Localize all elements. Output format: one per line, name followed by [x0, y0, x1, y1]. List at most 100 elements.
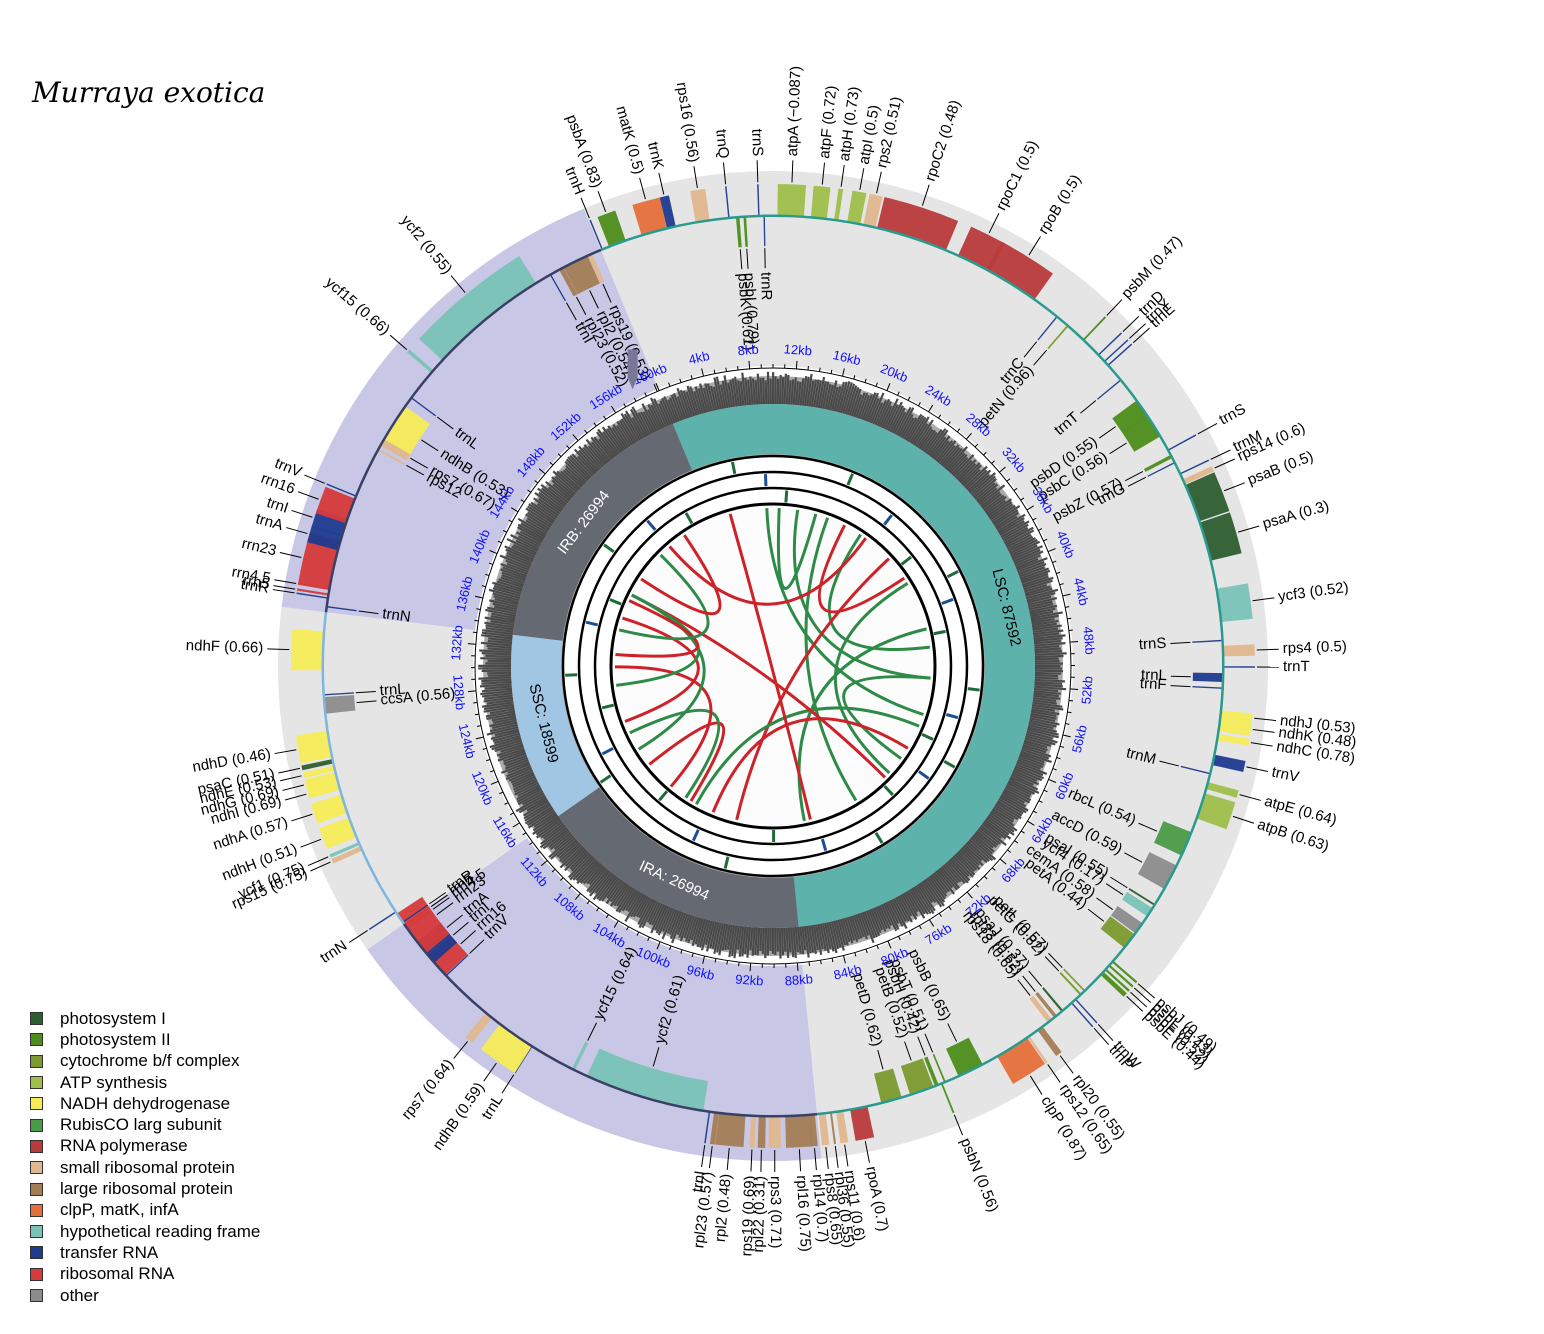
gene-block: [818, 1112, 830, 1146]
legend-label: photosystem I: [60, 1008, 166, 1028]
gene-block: [850, 1105, 875, 1141]
gene-leader-line: [1022, 975, 1036, 992]
gene-block: [1199, 512, 1242, 561]
gene-leader-line: [947, 1023, 957, 1042]
legend-item: RNA polymerase: [30, 1136, 260, 1157]
gene-label: ndhF (0.66): [186, 637, 264, 657]
gene-leader-line: [924, 1033, 934, 1053]
gene-block: [291, 628, 325, 671]
gene-block: [1196, 793, 1236, 830]
gene-leader-line: [904, 1041, 912, 1061]
gene-leader-line: [272, 589, 295, 594]
repeat-ring-line: [561, 454, 985, 878]
repeat-mark: [658, 790, 669, 802]
gene-block: [324, 694, 356, 714]
gene-leader-line: [432, 897, 450, 910]
gene-block: [1107, 343, 1133, 366]
gene-block: [1070, 1002, 1094, 1028]
gene-block: [1029, 995, 1052, 1023]
gene-block: [873, 1068, 902, 1103]
gene-leader-line: [1033, 349, 1048, 366]
region-band-ira: [367, 837, 822, 1161]
gene-label: rpoC2 (0.48): [922, 98, 964, 183]
gene-leader-line: [597, 191, 607, 213]
gene-leader-line: [1256, 648, 1279, 651]
gene-label: trnN: [317, 937, 350, 967]
gene-leader-line: [278, 767, 301, 774]
repeat-mark: [874, 832, 884, 844]
gene-leader-line: [1125, 470, 1144, 482]
gene-leader-line: [1159, 760, 1179, 767]
legend-swatch: [30, 1054, 43, 1068]
gene-block: [302, 765, 336, 779]
legend-label: RubisCO larg subunit: [60, 1115, 222, 1135]
gene-block: [1042, 987, 1064, 1012]
gene-leader-line: [988, 213, 1000, 234]
region-band-irb: [281, 208, 659, 631]
gene-block: [725, 186, 730, 219]
gene-leader-line: [756, 160, 759, 183]
gene-leader-line: [284, 793, 307, 801]
gene-block: [1110, 905, 1143, 934]
legend-swatch: [30, 1182, 43, 1196]
gene-leader-line: [1138, 822, 1158, 832]
gene-leader-line: [1232, 815, 1255, 824]
legend-item: ATP synthesis: [30, 1072, 260, 1093]
gene-block: [296, 588, 329, 596]
gene-leader-line: [864, 1141, 870, 1163]
gene-block: [1059, 971, 1082, 996]
gene-leader-line: [355, 690, 376, 694]
gene-label: rps19 (0.69): [738, 1175, 759, 1257]
repeat-mark: [933, 629, 946, 636]
repeat-mark: [820, 838, 828, 852]
gene-label: matK (0.5): [612, 104, 647, 176]
species-title: Murraya exotica: [32, 76, 266, 109]
legend-item: photosystem I: [30, 1008, 260, 1029]
gene-leader-line: [1129, 323, 1146, 339]
gene-leader-line: [1223, 482, 1245, 492]
gene-label: ycf15 (0.66): [322, 274, 393, 339]
gene-leader-line: [1252, 597, 1275, 602]
gene-block: [380, 438, 411, 461]
gene-label: rrn23: [240, 535, 278, 559]
gene-leader-line: [267, 648, 290, 651]
gene-label: psbI (0.79): [740, 272, 761, 345]
gene-leader-line: [358, 610, 379, 615]
gene-block: [1082, 316, 1107, 341]
scale-tick-label: 84kb: [832, 961, 863, 982]
gene-leader-line: [1239, 794, 1261, 801]
gene-block: [847, 190, 867, 225]
repeat-mark: [967, 687, 980, 692]
gene-leader-line: [1170, 641, 1191, 644]
gene-block: [1222, 666, 1255, 668]
legend-swatch: [30, 1033, 43, 1047]
gene-block: [311, 794, 348, 824]
gene-label: psbN (0.56): [957, 1135, 1002, 1214]
gene-leader-line: [1124, 852, 1143, 863]
gene-label: trnT: [1283, 658, 1310, 675]
gene-label: rpoA (0.7): [862, 1165, 891, 1233]
gene-label: trnV: [1270, 764, 1300, 786]
gene-label: trnF: [1139, 675, 1166, 693]
legend-item: large ribosomal protein: [30, 1178, 260, 1199]
legend-item: hypothetical reading frame: [30, 1221, 260, 1242]
gene-label: trnK: [644, 140, 667, 171]
repeat-mark: [601, 747, 614, 756]
gene-leader-line: [1105, 883, 1124, 896]
palindromic-repeat-link: [668, 537, 867, 606]
gene-leader-line: [304, 474, 325, 484]
gene-block: [715, 1112, 746, 1148]
gene-label: atpA (−0.087): [784, 66, 805, 157]
repeat-mark: [918, 770, 930, 780]
gene-track: [291, 184, 1255, 1148]
gene-leader-line: [1250, 742, 1273, 747]
repeat-mark: [921, 732, 934, 741]
gene-block: [549, 274, 566, 302]
gene-block: [1037, 1026, 1062, 1057]
repeat-mark: [585, 620, 599, 627]
gene-block: [315, 486, 356, 524]
scale-ticks: [467, 360, 1079, 972]
gene-leader-line: [658, 172, 665, 195]
gene-leader-line: [307, 856, 329, 867]
repeat-mark: [601, 703, 615, 710]
